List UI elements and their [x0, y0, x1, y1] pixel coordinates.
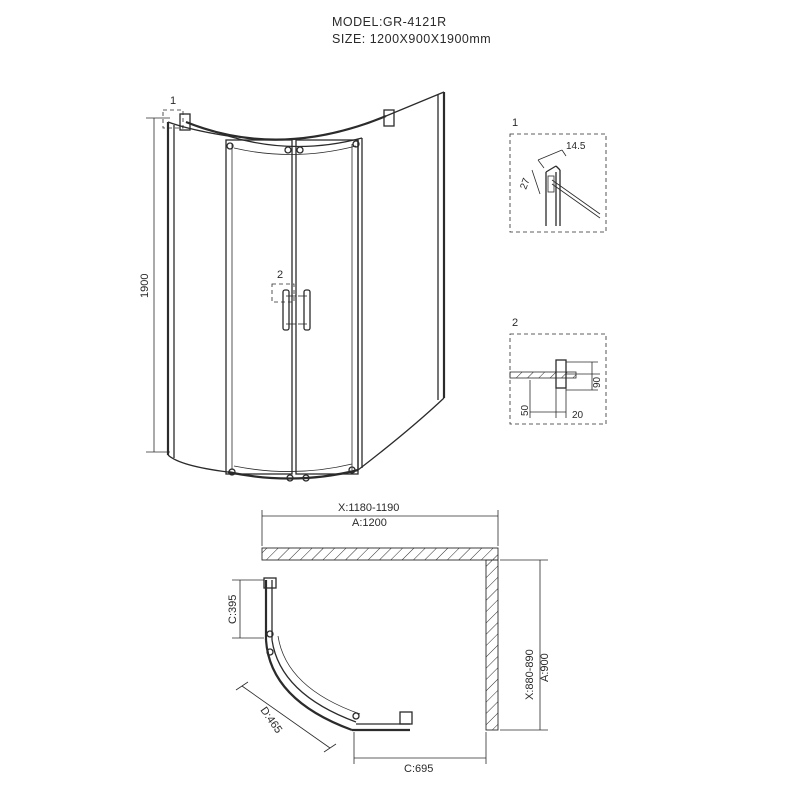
- plan-depth-adjust: X:880-890: [524, 649, 536, 700]
- plan-d-arc-dim: D:465: [258, 705, 285, 736]
- detail-1: 1 14.5 27: [509, 117, 607, 233]
- detail-2-dim-right: 90: [592, 376, 603, 388]
- detail-2: 2 90 50 20: [509, 317, 607, 425]
- size-label: SIZE: 1200X900X1900mm: [332, 32, 491, 46]
- right-handle: [303, 289, 311, 331]
- detail-2-frame: [509, 333, 607, 425]
- side-wall: [485, 559, 499, 731]
- front-view: 1900: [139, 91, 446, 482]
- detail-1-frame: [509, 133, 607, 233]
- plan-width-adjust: X:1180-1190: [338, 502, 399, 514]
- plan-depth-total: A:900: [539, 653, 551, 682]
- model-label: MODEL:GR-4121R: [332, 15, 447, 29]
- plan-c-bottom-dim: C:695: [404, 763, 433, 775]
- plan-c-side-dim: C:395: [227, 595, 239, 624]
- callout-1-box: [162, 109, 184, 129]
- left-handle: [282, 289, 290, 331]
- left-sliding-door: [225, 139, 293, 475]
- plan-view: X:1180-1190 A:1200 X:880-890 A:900 C:395: [227, 502, 551, 775]
- callout-2-label: 2: [277, 269, 283, 281]
- height-dimension-label: 1900: [139, 274, 151, 298]
- top-rail: [185, 114, 387, 141]
- right-sliding-door: [295, 139, 359, 475]
- detail-2-dim-bottom: 20: [572, 410, 584, 421]
- detail-2-title: 2: [512, 317, 518, 329]
- detail-1-dim-top: 14.5: [566, 141, 586, 152]
- plan-curved-door: [264, 639, 353, 732]
- callout-1-label: 1: [170, 95, 176, 107]
- plan-width-total: A:1200: [352, 517, 387, 529]
- left-wall-bracket: [179, 113, 191, 131]
- detail-1-dim-side: 27: [518, 176, 532, 191]
- right-wall-bracket: [383, 109, 395, 127]
- back-wall: [261, 547, 499, 561]
- detail-1-title: 1: [512, 117, 518, 129]
- callout-2-box: [271, 283, 295, 303]
- detail-2-dim-left: 50: [520, 404, 531, 416]
